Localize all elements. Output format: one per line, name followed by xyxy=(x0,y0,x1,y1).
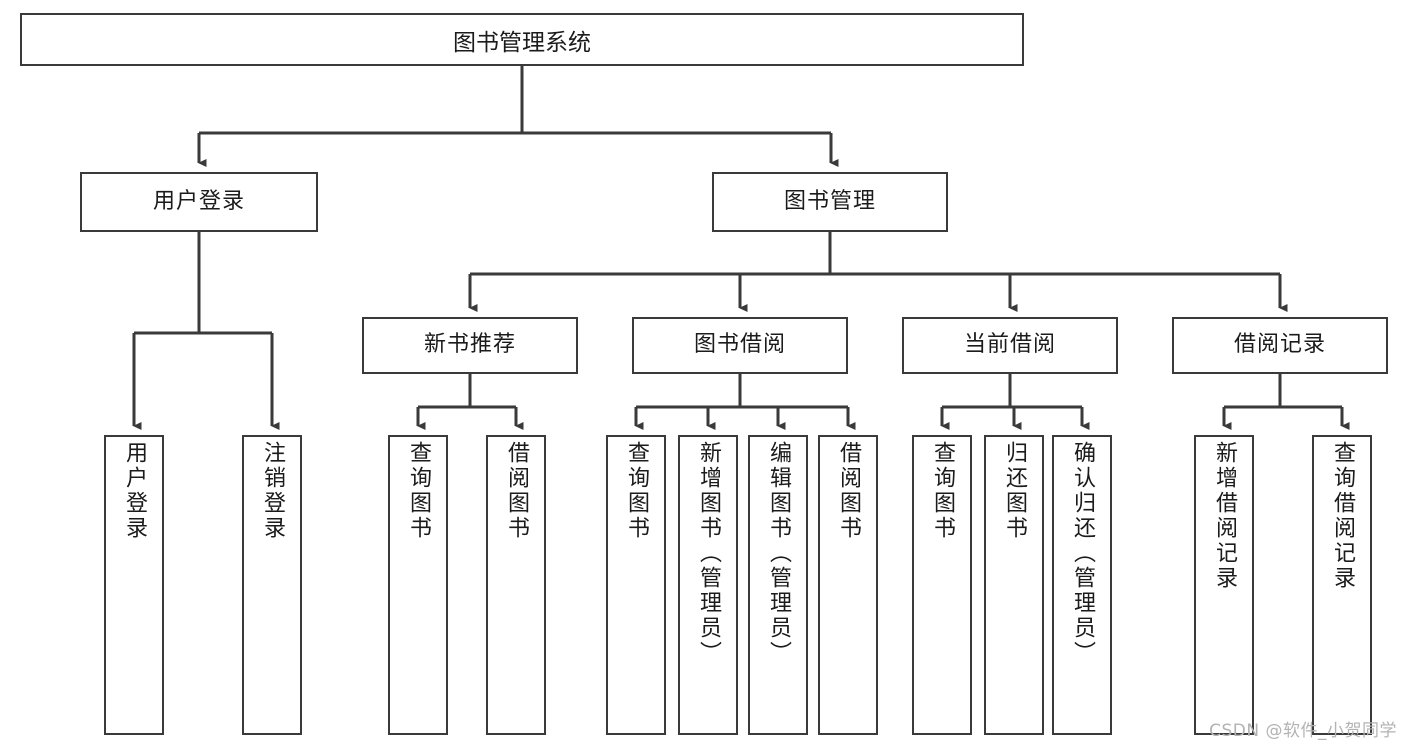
node-leaf-confirm-return-label: 确认归还（管理员） xyxy=(1069,441,1095,666)
node-book-manage[interactable]: 图书管理 xyxy=(712,172,948,232)
csdn-watermark: CSDN @软件_小贺同学 xyxy=(1209,721,1397,741)
node-leaf-query-book-2[interactable]: 查询图书 xyxy=(606,435,666,735)
node-new-book-recommend-label: 新书推荐 xyxy=(423,332,516,358)
node-user-login-label: 用户登录 xyxy=(152,188,245,214)
node-leaf-query-book-3-label: 查询图书 xyxy=(929,441,955,541)
node-leaf-query-book-3[interactable]: 查询图书 xyxy=(912,435,972,735)
node-leaf-logout-login-label: 注销登录 xyxy=(259,441,285,541)
node-leaf-add-book-admin-label: 新增图书（管理员） xyxy=(695,441,721,666)
node-leaf-return-book[interactable]: 归还图书 xyxy=(984,435,1044,735)
node-leaf-query-book-1[interactable]: 查询图书 xyxy=(388,435,448,735)
node-leaf-query-record-label: 查询借阅记录 xyxy=(1329,441,1355,591)
node-leaf-confirm-return[interactable]: 确认归还（管理员） xyxy=(1052,435,1112,735)
node-leaf-return-book-label: 归还图书 xyxy=(1001,441,1027,541)
node-leaf-query-record[interactable]: 查询借阅记录 xyxy=(1312,435,1372,735)
node-new-book-recommend[interactable]: 新书推荐 xyxy=(362,317,578,374)
node-leaf-add-record-label: 新增借阅记录 xyxy=(1211,441,1237,591)
node-current-borrow[interactable]: 当前借阅 xyxy=(902,317,1118,374)
node-user-login[interactable]: 用户登录 xyxy=(80,172,318,232)
node-leaf-add-record[interactable]: 新增借阅记录 xyxy=(1194,435,1254,735)
node-leaf-add-book-admin[interactable]: 新增图书（管理员） xyxy=(678,435,738,735)
node-borrow-record-label: 借阅记录 xyxy=(1233,332,1326,358)
node-leaf-borrow-book-2-label: 借阅图书 xyxy=(835,441,861,541)
node-leaf-edit-book-admin[interactable]: 编辑图书（管理员） xyxy=(748,435,808,735)
node-leaf-user-login-label: 用户登录 xyxy=(121,441,147,541)
node-leaf-query-book-1-label: 查询图书 xyxy=(405,441,431,541)
node-leaf-edit-book-admin-label: 编辑图书（管理员） xyxy=(765,441,791,666)
node-book-manage-label: 图书管理 xyxy=(783,188,876,214)
node-leaf-borrow-book-2[interactable]: 借阅图书 xyxy=(818,435,878,735)
node-leaf-borrow-book-1-label: 借阅图书 xyxy=(503,441,529,541)
node-root[interactable]: 图书管理系统 xyxy=(20,13,1024,66)
node-leaf-logout-login[interactable]: 注销登录 xyxy=(242,435,302,735)
node-book-borrow[interactable]: 图书借阅 xyxy=(632,317,848,374)
node-leaf-user-login[interactable]: 用户登录 xyxy=(104,435,164,735)
node-root-label: 图书管理系统 xyxy=(453,29,591,56)
node-borrow-record[interactable]: 借阅记录 xyxy=(1172,317,1388,374)
node-leaf-borrow-book-1[interactable]: 借阅图书 xyxy=(486,435,546,735)
node-current-borrow-label: 当前借阅 xyxy=(963,332,1056,358)
node-book-borrow-label: 图书借阅 xyxy=(693,332,786,358)
node-leaf-query-book-2-label: 查询图书 xyxy=(623,441,649,541)
